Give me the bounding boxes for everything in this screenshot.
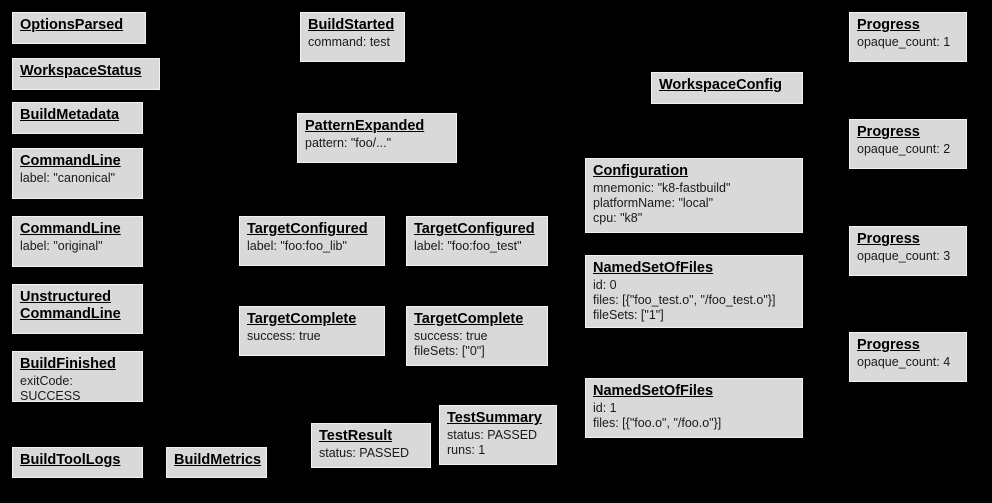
graph-node-pattern-expanded[interactable]: PatternExpanded pattern: "foo/..." [297, 113, 457, 163]
graph-node-workspace-status[interactable]: WorkspaceStatus [12, 58, 160, 90]
node-detail-line: label: "original" [20, 239, 103, 253]
node-detail-line: label: "foo:foo_test" [414, 239, 522, 253]
node-details: exitCode: SUCCESS [20, 374, 136, 404]
node-title: CommandLine [20, 153, 121, 169]
node-detail-line: opaque_count: 4 [857, 355, 951, 369]
node-title: NamedSetOfFiles [593, 260, 714, 276]
node-detail-line: status: PASSED [447, 428, 538, 442]
node-details: opaque_count: 2 [857, 142, 960, 157]
node-detail-line: opaque_count: 1 [857, 35, 951, 49]
node-title: PatternExpanded [305, 118, 425, 134]
node-details: opaque_count: 1 [857, 35, 960, 50]
graph-node-options-parsed[interactable]: OptionsParsed [12, 12, 146, 44]
graph-node-target-configured-test[interactable]: TargetConfigured label: "foo:foo_test" [406, 216, 548, 266]
node-detail-line: opaque_count: 2 [857, 142, 951, 156]
graph-node-build-metrics[interactable]: BuildMetrics [166, 447, 267, 478]
node-title: BuildStarted [308, 17, 395, 33]
node-detail-line: label: "canonical" [20, 171, 116, 185]
node-title: OptionsParsed [20, 17, 124, 33]
node-detail-line: status: PASSED [319, 446, 410, 460]
node-detail-line: fileSets: ["1"] [593, 308, 664, 322]
graph-node-target-complete-lib[interactable]: TargetComplete success: true [239, 306, 385, 356]
node-title: TestResult [319, 428, 393, 444]
node-detail-line: label: "foo:foo_lib" [247, 239, 347, 253]
node-details: mnemonic: "k8-fastbuild"platformName: "l… [593, 181, 796, 226]
graph-node-workspace-config[interactable]: WorkspaceConfig [651, 72, 803, 104]
node-detail-line: runs: 1 [447, 443, 486, 457]
node-detail-line: files: [{"foo.o", "/foo.o"}] [593, 416, 722, 430]
graph-node-progress-4[interactable]: Progress opaque_count: 4 [849, 332, 967, 382]
node-title: Configuration [593, 163, 689, 179]
node-title: TargetConfigured [414, 221, 535, 237]
node-details: label: "foo:foo_test" [414, 239, 541, 254]
node-detail-line: opaque_count: 3 [857, 249, 951, 263]
node-detail-line: id: 1 [593, 401, 617, 415]
node-title: CommandLine [20, 221, 121, 237]
node-title: TestSummary [447, 410, 542, 426]
graph-node-build-metadata[interactable]: BuildMetadata [12, 102, 143, 134]
node-title: WorkspaceConfig [659, 77, 783, 93]
node-title: BuildMetadata [20, 107, 120, 123]
graph-node-target-configured-lib[interactable]: TargetConfigured label: "foo:foo_lib" [239, 216, 385, 266]
node-title: WorkspaceStatus [20, 63, 142, 79]
graph-node-command-line-original[interactable]: CommandLine label: "original" [12, 216, 143, 267]
node-title: Unstructured CommandLine [20, 289, 121, 322]
node-details: opaque_count: 4 [857, 355, 960, 370]
graph-node-build-started[interactable]: BuildStarted command: test [300, 12, 405, 62]
node-title: TargetComplete [247, 311, 357, 327]
node-details: pattern: "foo/..." [305, 136, 450, 151]
graph-node-progress-1[interactable]: Progress opaque_count: 1 [849, 12, 967, 62]
graph-node-unstructured-command-line[interactable]: Unstructured CommandLine [12, 284, 143, 334]
node-detail-line: files: [{"foo_test.o", "/foo_test.o"}] [593, 293, 776, 307]
node-detail-line: fileSets: ["0"] [414, 344, 485, 358]
node-detail-line: success: true [414, 329, 488, 343]
node-details: command: test [308, 35, 398, 50]
node-details: label: "canonical" [20, 171, 136, 186]
node-detail-line: cpu: "k8" [593, 211, 643, 225]
node-detail-line: mnemonic: "k8-fastbuild" [593, 181, 731, 195]
node-title: NamedSetOfFiles [593, 383, 714, 399]
graph-node-test-result[interactable]: TestResult status: PASSED [311, 423, 431, 468]
graph-node-progress-2[interactable]: Progress opaque_count: 2 [849, 119, 967, 169]
node-title: BuildMetrics [174, 452, 262, 468]
node-details: status: PASSED [319, 446, 424, 461]
node-title: Progress [857, 231, 920, 247]
graph-node-progress-3[interactable]: Progress opaque_count: 3 [849, 226, 967, 276]
node-title: Progress [857, 124, 920, 140]
graph-node-build-finished[interactable]: BuildFinished exitCode: SUCCESS [12, 351, 143, 404]
node-details: opaque_count: 3 [857, 249, 960, 264]
node-detail-line: command: test [308, 35, 390, 49]
node-title: BuildFinished [20, 356, 116, 372]
node-detail-line: success: true [247, 329, 321, 343]
node-details: success: true [247, 329, 378, 344]
node-detail-line: id: 0 [593, 278, 617, 292]
node-detail-line: platformName: "local" [593, 196, 714, 210]
node-detail-line: pattern: "foo/..." [305, 136, 392, 150]
graph-node-build-tool-logs[interactable]: BuildToolLogs [12, 447, 143, 478]
node-detail-line: exitCode: SUCCESS [20, 374, 81, 403]
node-title: TargetComplete [414, 311, 524, 327]
node-details: label: "original" [20, 239, 136, 254]
node-title: Progress [857, 337, 920, 353]
node-details: label: "foo:foo_lib" [247, 239, 378, 254]
node-title: Progress [857, 17, 920, 33]
graph-node-command-line-canonical[interactable]: CommandLine label: "canonical" [12, 148, 143, 199]
node-title: TargetConfigured [247, 221, 368, 237]
node-title: BuildToolLogs [20, 452, 121, 468]
graph-node-configuration[interactable]: Configuration mnemonic: "k8-fastbuild"pla… [585, 158, 803, 233]
